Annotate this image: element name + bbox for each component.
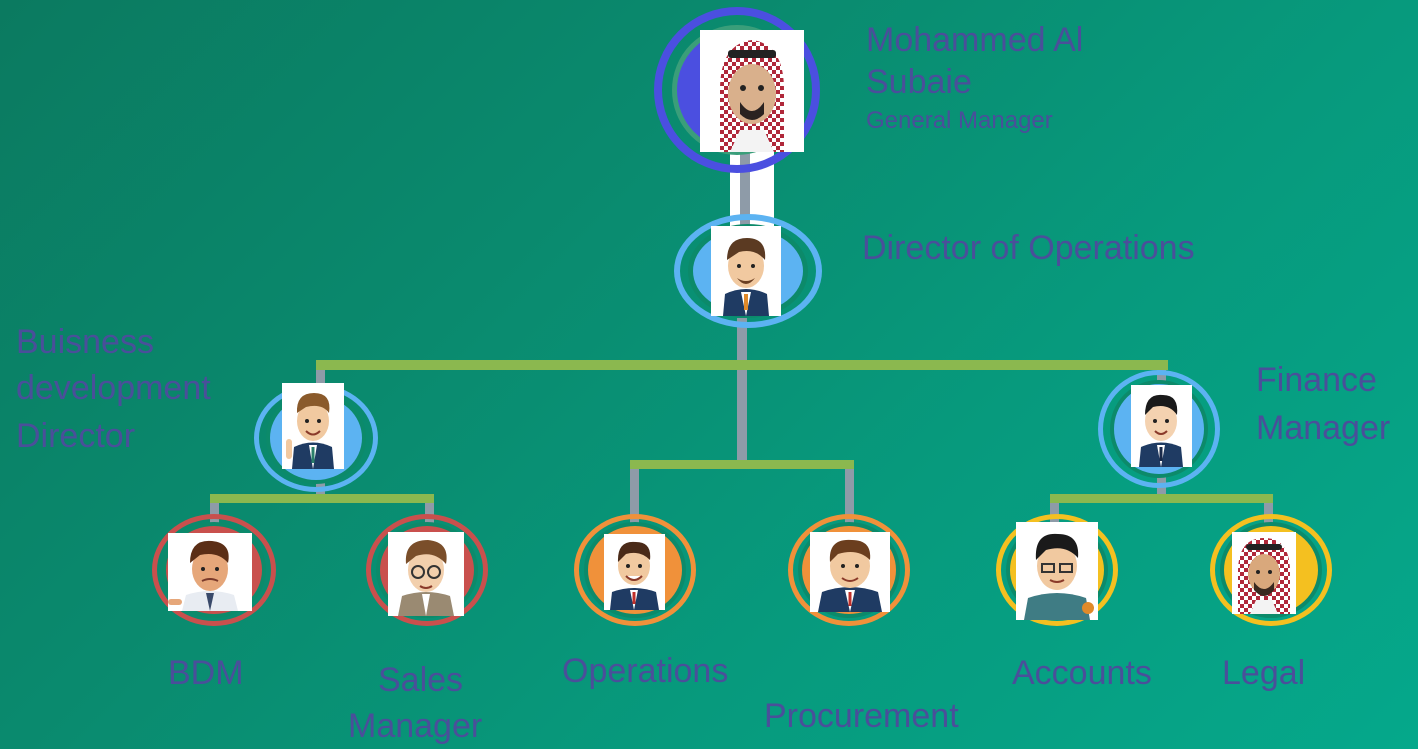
gm-name-line1: Mohammed Al	[866, 21, 1084, 59]
sales-label-line1: Sales	[378, 661, 464, 699]
director-avatar[interactable]	[711, 226, 781, 316]
finance-ring	[1098, 370, 1220, 488]
procurement-label: Procurement	[764, 697, 959, 735]
connector-gm-to-director-inner	[740, 150, 750, 230]
procurement-avatar[interactable]	[810, 532, 890, 612]
connector-finance-bar	[1050, 494, 1273, 503]
connector-director-down	[737, 318, 747, 460]
connector-to-procurement	[845, 469, 854, 525]
gm-title: General Manager	[866, 107, 1053, 134]
operations-label: Operations	[562, 652, 729, 690]
connector-level2-bar	[316, 360, 1168, 370]
finance-avatar[interactable]	[1131, 385, 1192, 467]
accounts-label: Accounts	[1012, 654, 1152, 692]
director-ring	[674, 214, 822, 328]
connector-ops-bar	[630, 460, 854, 469]
director-title: Director of Operations	[862, 229, 1195, 267]
legal-label: Legal	[1222, 654, 1306, 692]
gm-avatar[interactable]	[700, 30, 804, 152]
bd-director-line3: Director	[16, 417, 136, 455]
finance-line1: Finance	[1256, 361, 1377, 399]
operations-avatar[interactable]	[604, 534, 665, 610]
procurement-ring	[788, 514, 910, 626]
bdm-label: BDM	[168, 654, 244, 692]
operations-ring	[574, 514, 696, 626]
bd-director-line1: Buisness	[16, 323, 154, 361]
gm-ring	[654, 7, 820, 173]
gm-name-line2: Subaie	[866, 63, 972, 101]
connector-bd-bar	[210, 494, 434, 503]
sales-avatar[interactable]	[388, 532, 464, 616]
connector-to-bd-director	[316, 370, 325, 388]
bdm-avatar[interactable]	[168, 533, 252, 611]
accounts-ring	[996, 514, 1118, 626]
finance-line2: Manager	[1256, 409, 1391, 447]
sales-ring	[366, 514, 488, 626]
legal-avatar[interactable]	[1232, 532, 1296, 614]
bd-director-line2: development	[16, 369, 211, 407]
sales-label-line2: Manager	[348, 707, 483, 745]
connector-to-operations	[630, 469, 639, 525]
bd-director-avatar[interactable]	[282, 383, 344, 469]
accounts-avatar[interactable]	[1016, 522, 1098, 620]
legal-ring	[1210, 514, 1332, 626]
bdm-ring	[152, 514, 276, 626]
